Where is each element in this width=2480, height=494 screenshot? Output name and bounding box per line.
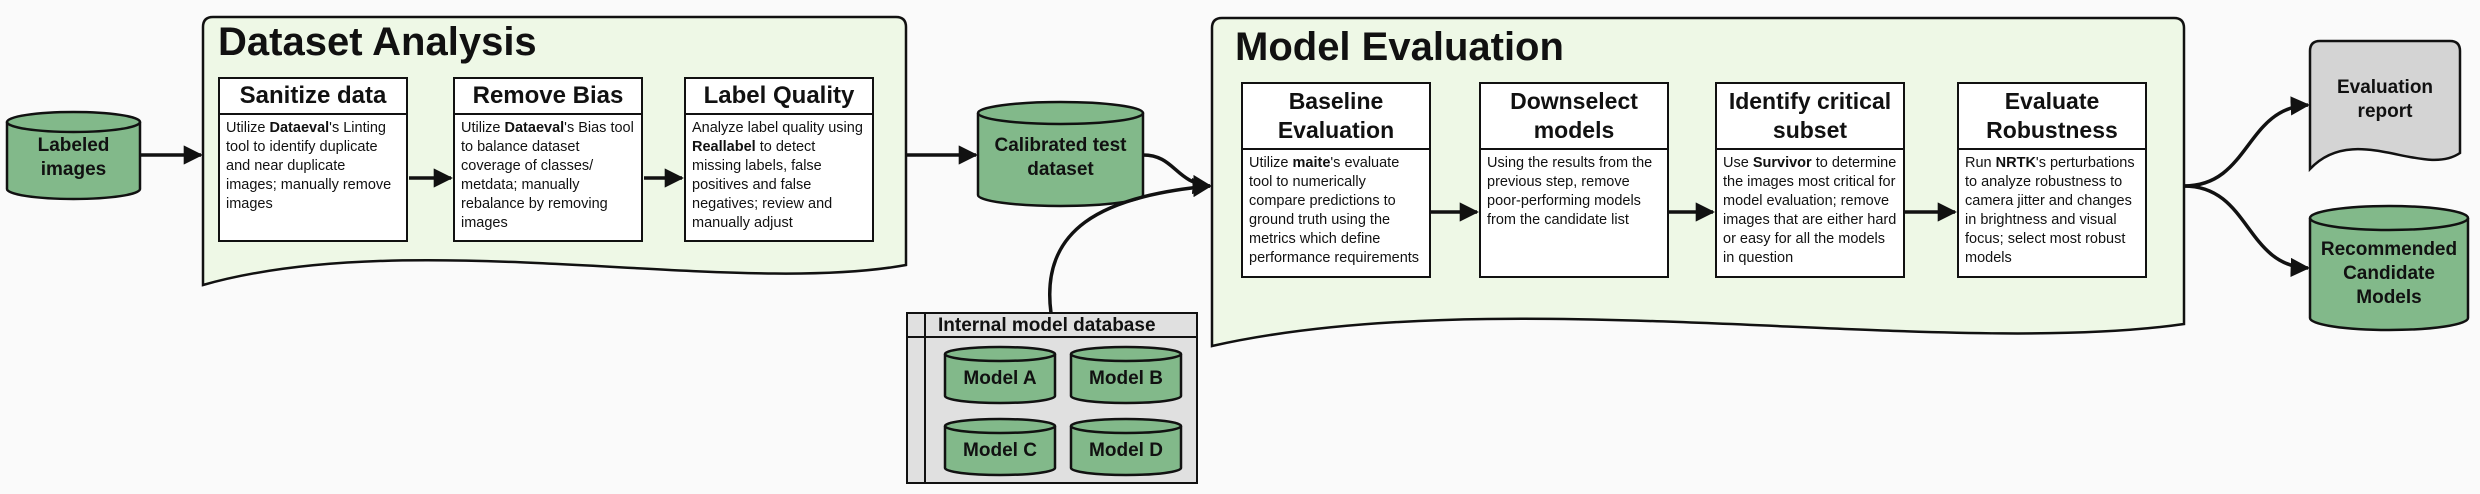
model-cylinder [1069, 345, 1183, 405]
model-database-title: Internal model database [938, 315, 1156, 336]
model-a-label: Model A [963, 368, 1037, 389]
step-title: Downselect models [1481, 84, 1667, 150]
step-evaluate-robustness: Evaluate Robustness Run NRTK's perturbat… [1957, 82, 2147, 278]
step-remove-bias: Remove Bias Utilize Dataeval's Bias tool… [453, 77, 643, 242]
step-title: Sanitize data [220, 79, 406, 115]
step-description: Using the results from the previous step… [1487, 155, 1653, 228]
step-description: Utilize Dataeval's Bias tool to balance … [461, 120, 634, 231]
arrow-dataset-to-evaluation [1142, 153, 1212, 195]
model-cylinder [1069, 417, 1183, 477]
calibrated-dataset-label: Calibrated test dataset [994, 135, 1127, 180]
model-cylinder [943, 417, 1057, 477]
step-description: Use Survivor to determine the images mos… [1723, 155, 1897, 266]
recommended-models-label: Recommended Candidate Models [2320, 239, 2458, 308]
step-label-quality: Label Quality Analyze label quality usin… [684, 77, 874, 242]
step-description: Analyze label quality using Reallabel to… [692, 120, 863, 231]
model-d-label: Model D [1089, 440, 1163, 461]
step-identify-critical-subset: Identify critical subset Use Survivor to… [1715, 82, 1905, 278]
model-cylinder [943, 345, 1057, 405]
recommended-models-cylinder [2308, 204, 2470, 332]
labeled-images-cylinder [5, 110, 142, 201]
step-title: Remove Bias [455, 79, 641, 115]
step-title: Evaluate Robustness [1959, 84, 2145, 150]
calibrated-dataset-cylinder [976, 100, 1145, 208]
model-b-label: Model B [1089, 368, 1163, 389]
model-evaluation-title: Model Evaluation [1235, 25, 1564, 69]
dataset-analysis-title: Dataset Analysis [218, 20, 537, 64]
model-evaluation-container [1210, 16, 2186, 348]
evaluation-report-shape [2308, 39, 2462, 173]
arrow-database-to-evaluation [1048, 177, 1212, 314]
step-title: Baseline Evaluation [1243, 84, 1429, 150]
labeled-images-label: Labeled images [37, 135, 110, 180]
step-sanitize-data: Sanitize data Utilize Dataeval's Linting… [218, 77, 408, 242]
step-description: Run NRTK's perturbations to analyze robu… [1965, 155, 2135, 266]
step-title: Identify critical subset [1717, 84, 1903, 150]
step-description: Utilize maite's evaluate tool to numeric… [1249, 155, 1420, 266]
evaluation-report-label: Evaluation report [2336, 77, 2434, 122]
step-downselect-models: Downselect models Using the results from… [1479, 82, 1669, 278]
step-description: Utilize Dataeval's Linting tool to ident… [226, 120, 392, 212]
arrow-to-recommended-models [2183, 184, 2310, 278]
arrow-to-evaluation-report [2183, 96, 2310, 188]
step-baseline-evaluation: Baseline Evaluation Utilize maite's eval… [1241, 82, 1431, 278]
step-title: Label Quality [686, 79, 872, 115]
model-c-label: Model C [963, 440, 1037, 461]
